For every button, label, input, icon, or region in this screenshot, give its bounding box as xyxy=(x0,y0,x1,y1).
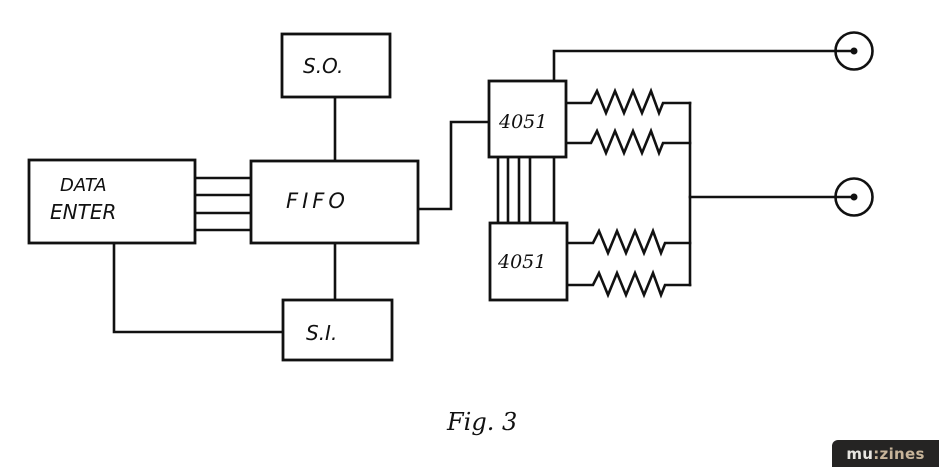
data-enter-label-line2: ENTER xyxy=(50,200,116,224)
data-enter-label-line1: DATA xyxy=(60,175,107,196)
si-block: S.I. xyxy=(281,298,394,362)
output-jack-2 xyxy=(834,177,874,217)
so-block: S.O. xyxy=(280,32,392,99)
muzines-logo-badge[interactable]: mu:zines xyxy=(832,440,939,467)
fifo-label: FIFO xyxy=(286,189,349,213)
logo-suffix: :zines xyxy=(873,444,925,463)
data-enter-block: DATA ENTER xyxy=(27,158,197,245)
resistor xyxy=(565,227,692,257)
jack-center-dot xyxy=(850,47,858,55)
resistor-network xyxy=(564,87,692,299)
jack-center-dot xyxy=(850,193,858,201)
si-label: S.I. xyxy=(306,321,337,345)
output-jack-1 xyxy=(834,31,874,71)
upper-output-wire xyxy=(552,49,856,83)
mux-lower-block: 4051 xyxy=(488,221,569,302)
data-enter-to-si-wire xyxy=(112,241,285,334)
data-bus xyxy=(193,176,253,232)
fifo-to-mux-wire xyxy=(416,120,491,211)
mux-upper-block: 4051 xyxy=(487,79,568,159)
figure-caption: Fig. 3 xyxy=(446,408,517,436)
mux-lower-label: 4051 xyxy=(497,251,546,273)
resistor xyxy=(564,127,692,157)
resistor xyxy=(565,269,692,299)
mux-upper-label: 4051 xyxy=(498,111,547,133)
so-label: S.O. xyxy=(303,54,343,78)
jack-icon xyxy=(834,177,874,217)
mux-bus xyxy=(496,155,556,225)
logo-prefix: mu xyxy=(846,444,874,463)
resistor xyxy=(564,87,692,117)
fifo-block: FIFO xyxy=(249,159,420,245)
jack-icon xyxy=(834,31,874,71)
